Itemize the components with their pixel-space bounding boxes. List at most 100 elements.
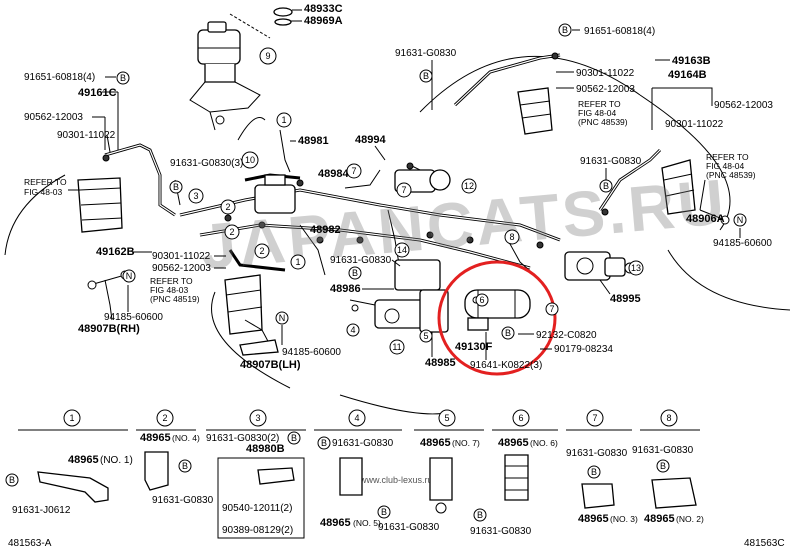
panel-3-bolt-top: 91631-G0830(2) [206, 433, 279, 444]
label-90562-12003-left: 90562-12003 [24, 112, 83, 123]
refer-fig48-03-lower-l1: REFER TO [150, 276, 193, 286]
panel-1-number [63, 409, 81, 427]
panel-7-bolt: 91631-G0830 [566, 448, 628, 459]
figure-code-right: 481563C [744, 538, 785, 549]
panel-1-qty: (NO. 1) [100, 455, 133, 466]
svg-text:5: 5 [423, 331, 428, 341]
label-48981: 48981 [298, 135, 329, 147]
label-48982: 48982 [310, 224, 341, 236]
marker-b [419, 69, 433, 83]
panel-8-clamp [651, 477, 697, 509]
svg-text:3: 3 [193, 191, 198, 201]
label-91641-K0822: 91641-K0822(3) [470, 360, 542, 371]
panel-1-bolt: 91631-J0612 [12, 505, 71, 516]
label-94185-60600-right: 94185-60600 [713, 238, 772, 249]
panel-8-bolt: 91631-G0830 [632, 445, 694, 456]
highlight-circle [437, 260, 557, 376]
svg-text:2: 2 [225, 202, 230, 212]
panel-5-qty: (NO. 7) [452, 438, 480, 448]
svg-text:B: B [562, 25, 568, 35]
svg-text:B: B [321, 438, 327, 448]
panel-1-bracket [37, 471, 109, 503]
marker-10 [241, 151, 259, 169]
reservoir-cap-parts [229, 7, 302, 39]
marker-7 [545, 302, 559, 316]
svg-text:2: 2 [162, 413, 167, 423]
brake-reservoir [189, 21, 261, 131]
marker-n [275, 311, 289, 325]
panel-8-qty: (NO. 2) [676, 514, 704, 524]
label-48994: 48994 [355, 134, 386, 146]
label-91631-G0830-3: 91631-G0830(3) [170, 158, 243, 169]
marker-n [122, 269, 136, 283]
marker-b [287, 431, 301, 445]
label-48906A: 48906A [686, 213, 725, 225]
panel-5-bolt: 91631-G0830 [378, 522, 440, 533]
label-49163B: 49163B [672, 55, 711, 67]
marker-b [558, 23, 572, 37]
marker-b [587, 465, 601, 479]
marker-14 [394, 242, 410, 258]
label-90301-11022-mid: 90301-11022 [576, 68, 635, 79]
svg-text:4: 4 [350, 325, 355, 335]
refer-fig48-04-right-l3: (PNC 48539) [706, 170, 756, 180]
height-sensor-lh [239, 319, 279, 356]
marker-b [317, 436, 331, 450]
label-90562-12003-right: 90562-12003 [714, 100, 773, 111]
label-48985: 48985 [425, 357, 456, 369]
svg-text:N: N [737, 215, 744, 225]
panel-8-part: 48965 [644, 513, 675, 525]
panel-4-bolt: 91631-G0830 [332, 438, 394, 449]
panel-2-number [156, 409, 174, 427]
marker-5 [419, 329, 433, 343]
marker-1 [276, 112, 292, 128]
svg-text:B: B [9, 475, 15, 485]
marker-1 [290, 254, 306, 270]
marker-b [501, 326, 515, 340]
panel-3-clamp [257, 467, 295, 485]
marker-b [473, 508, 487, 522]
refer-fig48-04-right-l2: FIG 48-04 [706, 161, 745, 171]
svg-text:9: 9 [265, 51, 270, 61]
label-48984: 48984 [318, 168, 349, 180]
panel-6-number [512, 409, 530, 427]
panel-4-number [348, 409, 366, 427]
svg-text:11: 11 [392, 342, 401, 352]
svg-text:1: 1 [295, 257, 300, 267]
svg-text:3: 3 [255, 413, 260, 423]
marker-2 [220, 199, 236, 215]
marker-b [178, 459, 192, 473]
refer-fig48-03-left-l2: FIG 48-03 [24, 187, 63, 197]
svg-text:6: 6 [479, 295, 484, 305]
panel-4-qty: (NO. 5) [353, 518, 381, 528]
svg-text:B: B [423, 71, 429, 81]
marker-6 [475, 293, 489, 307]
panel-5-part: 48965 [420, 437, 451, 449]
panel-3-number [249, 409, 267, 427]
marker-4 [346, 323, 360, 337]
label-49161C: 49161C [78, 87, 117, 99]
panel-1-part: 48965 [68, 454, 99, 466]
marker-9 [259, 47, 277, 65]
right-valve-assembly [564, 251, 636, 281]
refer-fig48-03-lower-l3: (PNC 48519) [150, 294, 200, 304]
label-90301-11022-right: 90301-11022 [665, 119, 724, 130]
flex-hoses [77, 87, 696, 335]
marker-7 [396, 182, 412, 198]
center-valve-assembly [349, 259, 449, 333]
marker-b [599, 179, 613, 193]
panel-7-number [586, 409, 604, 427]
label-90562-12003-lower: 90562-12003 [152, 263, 211, 274]
label-49162B: 49162B [96, 246, 135, 258]
svg-text:2: 2 [229, 227, 234, 237]
label-91631-G0830-right: 91631-G0830 [580, 156, 642, 167]
label-91651-60818-right: 91651-60818(4) [584, 26, 655, 37]
svg-text:7: 7 [549, 304, 554, 314]
panel-2-part: 48965 [140, 432, 171, 444]
label-49130F: 49130F [455, 341, 493, 353]
panel-2-qty: (NO. 4) [172, 433, 200, 443]
marker-b [348, 266, 362, 280]
marker-11 [389, 339, 405, 355]
